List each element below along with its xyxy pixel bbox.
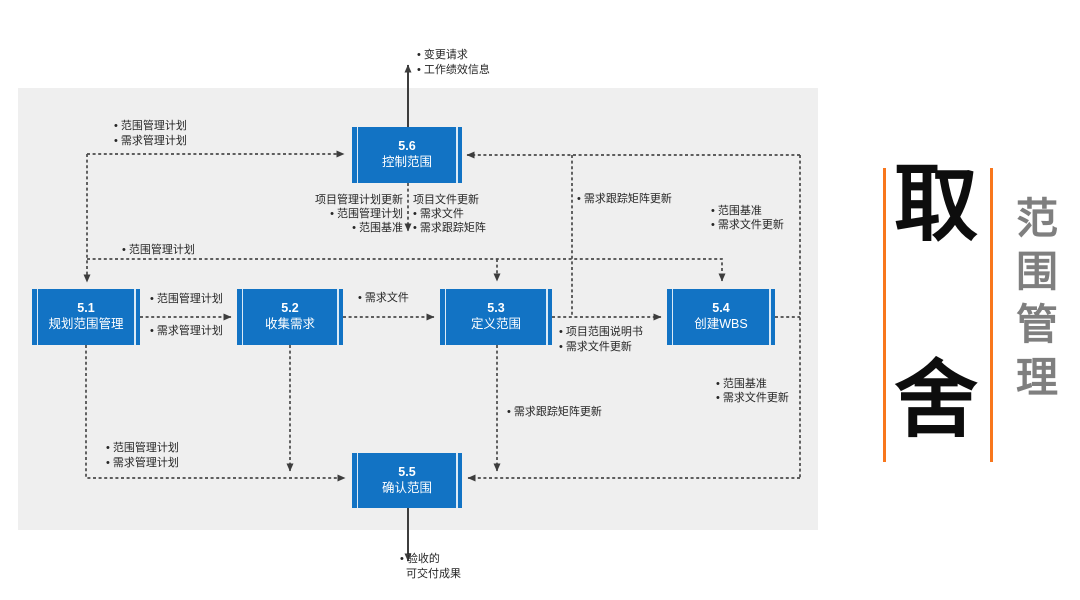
orange-rule-right (990, 168, 993, 462)
process-box-5-6: 5.6 控制范围 (352, 127, 462, 183)
label-scope-baseline-down: • 范围基准 (716, 378, 767, 390)
label-accepted-line2: 可交付成果 (406, 568, 461, 580)
process-number: 5.1 (77, 301, 95, 315)
label-5-1-out-2: • 需求管理计划 (150, 325, 223, 337)
label-accepted-line1: • 验收的 (400, 553, 440, 565)
orange-rule-left (883, 168, 886, 462)
label-scope-mgmt-plan-bottom: • 范围管理计划 (106, 442, 179, 454)
label-work-performance-info: • 工作绩效信息 (417, 64, 490, 76)
process-box-5-5: 5.5 确认范围 (352, 453, 462, 508)
process-number: 5.5 (398, 464, 416, 479)
process-number: 5.6 (398, 139, 416, 153)
label-5-1-out-1: • 范围管理计划 (150, 293, 223, 305)
process-name: 定义范围 (470, 317, 521, 331)
process-box-5-4: 5.4 创建WBS (667, 289, 775, 345)
label-change-request: • 变更请求 (417, 49, 468, 61)
process-box-5-1: 5.1 规划范围管理 (32, 289, 140, 345)
label-req-docs: • 需求文件 (358, 292, 409, 304)
big-char-bottom: 舍 (893, 351, 978, 449)
vertical-title: 范 围 管 理 (1016, 198, 1058, 399)
vertical-title-char: 范 (1016, 194, 1059, 243)
process-number: 5.3 (487, 301, 505, 315)
label-pm-plan-updates-2: • 范围基准 (352, 222, 403, 234)
label-pm-plan-updates-title: 项目管理计划更新 (315, 194, 403, 206)
label-doc-updates-title: 项目文件更新 (413, 194, 479, 206)
label-req-doc-update-down: • 需求文件更新 (716, 392, 789, 404)
label-req-doc-update-up: • 需求文件更新 (711, 219, 784, 231)
label-req-mgmt-plan-bottom: • 需求管理计划 (106, 457, 179, 469)
vertical-title-char: 围 (1016, 247, 1059, 296)
label-rail-scope-mgmt-plan: • 范围管理计划 (122, 244, 195, 256)
process-number: 5.2 (281, 301, 299, 315)
label-scope-mgmt-plan-top: • 范围管理计划 (114, 120, 187, 132)
vertical-title-char: 理 (1016, 353, 1059, 402)
process-name: 规划范围管理 (48, 317, 124, 331)
label-rtm-update-top: • 需求跟踪矩阵更新 (577, 193, 672, 205)
vertical-title-char: 管 (1016, 300, 1059, 349)
process-name: 控制范围 (381, 155, 432, 169)
process-name: 确认范围 (381, 480, 432, 495)
label-req-doc-update-mid: • 需求文件更新 (559, 341, 632, 353)
label-scope-baseline-up: • 范围基准 (711, 205, 762, 217)
process-box-5-2: 5.2 收集需求 (237, 289, 343, 345)
process-box-5-3: 5.3 定义范围 (440, 289, 552, 345)
big-char-top: 取 (893, 155, 978, 253)
label-pm-plan-updates-1: • 范围管理计划 (330, 208, 403, 220)
process-name: 收集需求 (264, 317, 315, 331)
label-req-mgmt-plan-top: • 需求管理计划 (114, 135, 187, 147)
process-name: 创建WBS (694, 317, 748, 331)
label-rtm-update-bottom: • 需求跟踪矩阵更新 (507, 406, 602, 418)
label-scope-statement: • 项目范围说明书 (559, 326, 643, 338)
label-doc-updates-2: • 需求跟踪矩阵 (413, 222, 486, 234)
process-number: 5.4 (712, 301, 730, 315)
label-doc-updates-1: • 需求文件 (413, 208, 464, 220)
